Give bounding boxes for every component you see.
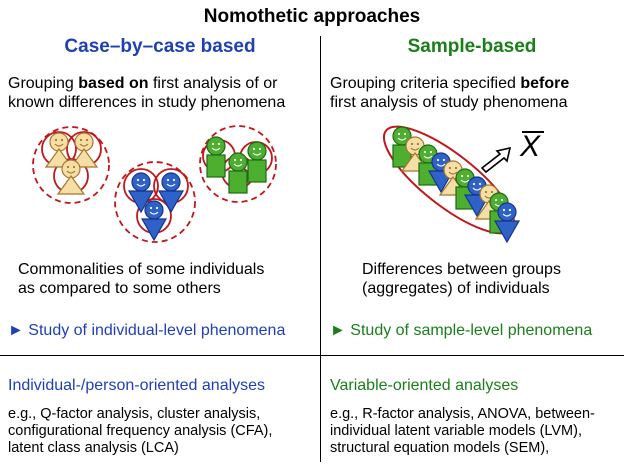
group-boundary-beige bbox=[32, 126, 110, 204]
play-arrow-icon: ► bbox=[330, 322, 346, 339]
group-boundary-blue bbox=[114, 161, 196, 243]
sample-based-heading: Sample-based bbox=[407, 36, 537, 57]
hollow-arrow-icon bbox=[480, 146, 512, 174]
horizontal-divider bbox=[0, 355, 624, 356]
play-arrow-icon: ► bbox=[8, 322, 24, 339]
right-analyses-heading: Variable-oriented analyses bbox=[330, 377, 519, 394]
individual-green-icon bbox=[206, 136, 226, 178]
right-study-line: ► Study of sample-level phenomena bbox=[330, 321, 592, 340]
individual-green-icon bbox=[247, 141, 267, 183]
right-study-label: Study of sample-level phenomena bbox=[350, 322, 593, 339]
left-grouping-text: Grouping based on first analysis of or k… bbox=[8, 75, 286, 111]
individual-green-icon bbox=[228, 152, 248, 194]
individual-groups-illustration bbox=[32, 125, 277, 243]
left-commonalities-text: Commonalities of some individuals as com… bbox=[18, 261, 265, 297]
sample-illustration bbox=[382, 125, 544, 243]
case-by-case-heading: Case–by–case based bbox=[64, 36, 256, 57]
group-boundary-green bbox=[199, 125, 277, 203]
left-analyses-heading: Individual-/person-oriented analyses bbox=[8, 377, 266, 394]
sample-mean-symbol: X bbox=[520, 130, 541, 163]
left-study-label: Study of individual-level phenomena bbox=[28, 322, 286, 339]
individual-blue-icon bbox=[494, 202, 520, 243]
left-study-line: ► Study of individual-level phenomena bbox=[8, 321, 285, 340]
page-title: Nomothetic approaches bbox=[203, 6, 421, 27]
left-examples-text: e.g., Q-factor analysis, cluster analysi… bbox=[8, 406, 273, 456]
right-grouping-text: Grouping criteria specified before first… bbox=[330, 75, 570, 111]
individual-blue-icon bbox=[141, 200, 167, 241]
right-differences-text: Differences between groups (aggregates) … bbox=[362, 261, 561, 297]
vertical-divider bbox=[320, 36, 321, 462]
right-examples-text: e.g., R-factor analysis, ANOVA, between-… bbox=[330, 406, 595, 456]
